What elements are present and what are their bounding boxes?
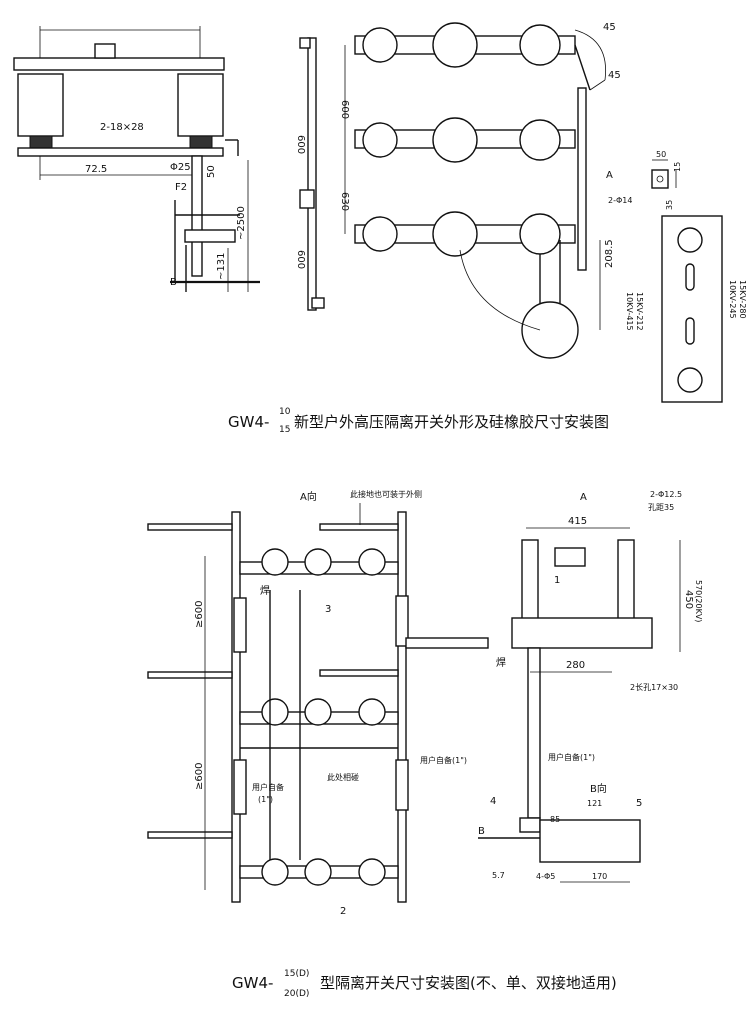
label-3: 3 <box>325 604 331 615</box>
label-4: 4 <box>490 796 496 807</box>
dim-600: 600 <box>339 100 350 119</box>
dim-72-5: 72.5 <box>85 164 107 175</box>
dim-15kv: 15KV-212 <box>635 292 644 331</box>
dim-15kv: 15KV-280 <box>738 280 747 319</box>
dim-2500: ~2500 <box>236 206 247 240</box>
dim-121: 121 <box>587 799 602 808</box>
dim-10kv: 10KV-245 <box>728 280 737 319</box>
dim-50: 50 <box>206 165 217 178</box>
caption-prefix: GW4- <box>228 413 269 431</box>
caption-sup: 15(D) <box>284 969 309 979</box>
top-caption: GW4- 10 15 新型户外高压隔离开关外形及硅橡胶尺寸安装图 <box>228 407 609 435</box>
user-prepare-right: 用户自备(1") <box>420 755 467 765</box>
label-2: 2 <box>340 906 346 917</box>
hole-label: 2-Φ12.5 <box>650 490 682 499</box>
b-direction: B向 <box>590 782 607 795</box>
caption-text: 型隔离开关尺寸安装图(不、单、双接地适用) <box>320 974 617 992</box>
dim-570: 570(20KV) <box>694 580 703 622</box>
hole-label: 2-18×28 <box>100 122 144 133</box>
bottom-side-view: A 415 2-Φ12.5 孔距35 1 450 570(20KV) 280 焊… <box>478 490 703 883</box>
dim-phi25: Φ25 <box>170 162 191 173</box>
caption-prefix: GW4- <box>232 974 273 992</box>
dim-600-a: ≥600 <box>194 601 205 628</box>
dim-35: 35 <box>665 200 674 210</box>
dim-10kv: 10KV-415 <box>625 292 634 331</box>
label-b: B <box>478 826 485 837</box>
user-prepare-spec: (1") <box>258 795 273 804</box>
weld-1: 焊 <box>260 585 270 597</box>
dim-208-5: 208.5 <box>604 239 615 268</box>
a-direction: A向 <box>300 490 317 503</box>
hole-pitch: 孔距35 <box>648 503 674 512</box>
label-1: 1 <box>554 575 560 586</box>
insulator-right <box>617 539 635 621</box>
insulator-left <box>17 73 64 137</box>
label-f2: F2 <box>175 182 187 193</box>
b-direction-panel <box>539 819 641 863</box>
caption-sub: 20(D) <box>284 989 309 999</box>
dim-45-a: 45 <box>603 22 616 33</box>
label-5: 5 <box>636 798 642 809</box>
dim-600-b: ≥600 <box>194 763 205 790</box>
hole-label: 2-Φ14 <box>608 196 632 205</box>
dim-450: 450 <box>683 590 694 609</box>
label-b: B <box>170 277 177 288</box>
weld: 焊 <box>496 657 506 669</box>
dim-170: 170 <box>592 872 607 881</box>
connect-note: 此处相碰 <box>327 772 359 782</box>
bottom-caption: GW4- 15(D) 20(D) 型隔离开关尺寸安装图(不、单、双接地适用) <box>232 969 617 999</box>
operating-shaft <box>191 155 203 277</box>
insulator-left <box>521 539 539 621</box>
hole-4: 4-Φ5 <box>536 872 555 881</box>
dim-131: ~131 <box>216 253 227 280</box>
dim-15: 15 <box>673 162 682 172</box>
top-plate-view: 50 15 35 10KV-245 15KV-280 <box>651 150 747 403</box>
earth-note: 此接地也可装于外侧 <box>350 489 422 499</box>
dim-630: 630 <box>339 192 350 211</box>
label-a: A <box>606 170 613 181</box>
top-plan-view: 45 45 600 630 A 2-Φ14 208.5 10KV-415 15K… <box>339 22 644 359</box>
dim-50: 50 <box>656 150 666 159</box>
top-rod-view: 600 600 <box>295 37 325 311</box>
insulator-right <box>177 73 224 137</box>
label-a: A <box>580 492 587 503</box>
user-prepare: 用户自备 <box>252 782 284 792</box>
dim-280: 280 <box>566 660 585 671</box>
user-prepare: 用户自备(1") <box>548 752 595 762</box>
slot-label: 2长孔17×30 <box>630 682 678 692</box>
dim-600-b: 600 <box>295 250 306 269</box>
dim-415: 415 <box>568 516 587 527</box>
dim-85: 85 <box>550 815 560 824</box>
bottom-plan-view: A向 此接地也可装于外侧 焊 ≥600 ≥600 3 此处相碰 用户自备 (1"… <box>147 489 489 917</box>
dim-600-a: 600 <box>295 135 306 154</box>
caption-sub: 15 <box>279 425 290 435</box>
dim-45-b: 45 <box>608 70 621 81</box>
top-side-view: 2-18×28 72.5 Φ25 50 F2 ~2500 ~131 B <box>13 26 260 292</box>
caption-sup: 10 <box>279 407 291 417</box>
dim-5-7: 5.7 <box>492 871 505 880</box>
caption-text: 新型户外高压隔离开关外形及硅橡胶尺寸安装图 <box>294 413 609 431</box>
